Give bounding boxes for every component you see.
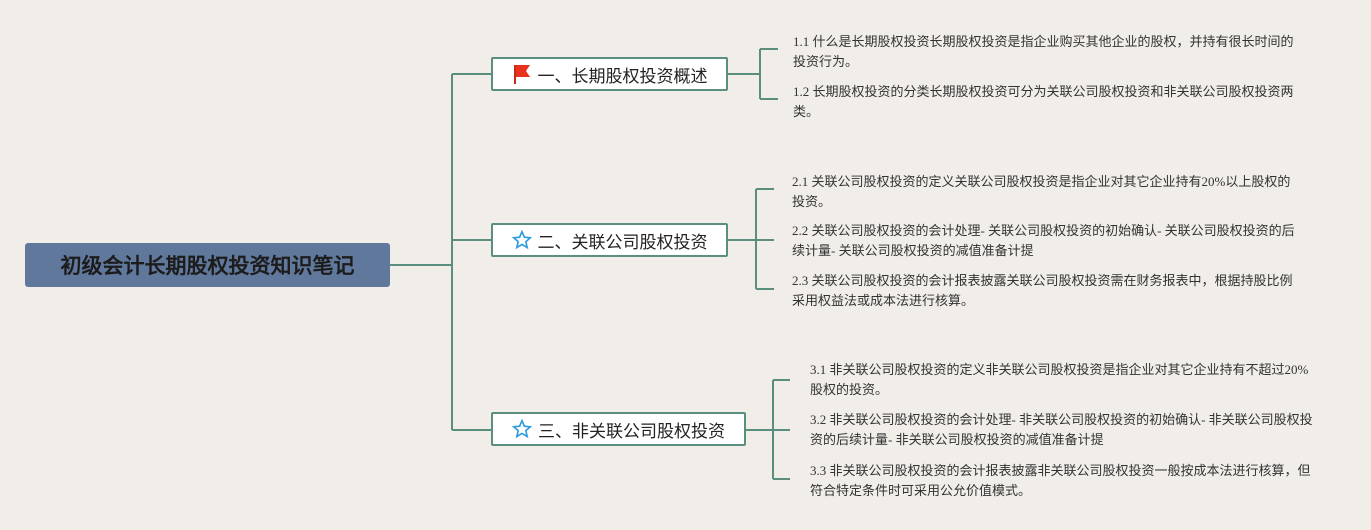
- leaf-topic[interactable]: 1.1 什么是长期股权投资长期股权投资是指企业购买其他企业的股权，并持有很长时间…: [793, 34, 1294, 69]
- leaf-topic[interactable]: 2.3 关联公司股权投资的会计报表披露关联公司股权投资需在财务报表中，根据持股比…: [792, 273, 1293, 308]
- root-title: 初级会计长期股权投资知识笔记: [60, 255, 355, 278]
- leaf-topic[interactable]: 2.2 关联公司股权投资的会计处理- 关联公司股权投资的初始确认- 关联公司股权…: [792, 223, 1295, 258]
- leaf-topic[interactable]: 1.2 长期股权投资的分类长期股权投资可分为关联公司股权投资和非关联公司股权投资…: [793, 84, 1294, 119]
- branch-topic-related[interactable]: 二、关联公司股权投资: [491, 223, 728, 257]
- leaf-topic[interactable]: 3.3 非关联公司股权投资的会计报表披露非关联公司股权投资一般按成本法进行核算，…: [810, 463, 1311, 498]
- leaf-topic[interactable]: 2.1 关联公司股权投资的定义关联公司股权投资是指企业对其它企业持有20%以上股…: [792, 174, 1291, 209]
- flag-icon: [512, 63, 532, 85]
- branch-label: 二、关联公司股权投资: [537, 232, 708, 252]
- leaf-topic[interactable]: 3.2 非关联公司股权投资的会计处理- 非关联公司股权投资的初始确认- 非关联公…: [810, 412, 1313, 447]
- root-topic[interactable]: 初级会计长期股权投资知识笔记: [25, 243, 390, 287]
- leaf-topic[interactable]: 3.1 非关联公司股权投资的定义非关联公司股权投资是指企业对其它企业持有不超过2…: [810, 362, 1309, 397]
- star-icon: [511, 230, 532, 250]
- branch-label: 一、长期股权投资概述: [537, 66, 708, 86]
- star-icon: [512, 419, 532, 439]
- branch-topic-overview[interactable]: 一、长期股权投资概述: [491, 57, 728, 91]
- branch-topic-nonrelated[interactable]: 三、非关联公司股权投资: [491, 412, 746, 446]
- branch-label: 三、非关联公司股权投资: [538, 421, 725, 441]
